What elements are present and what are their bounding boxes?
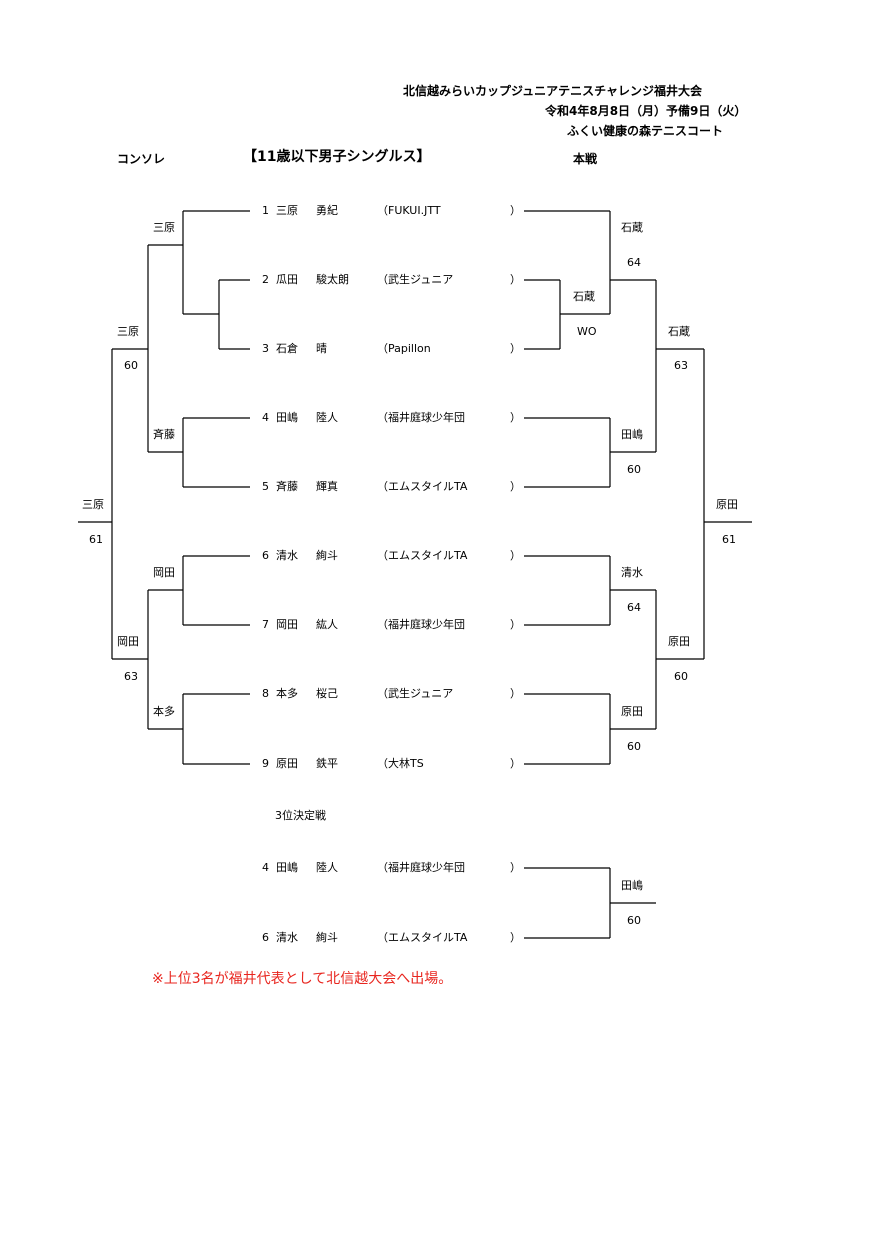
main-score: 60 — [674, 670, 688, 683]
player-club-close: ） — [510, 861, 521, 874]
player-surname: 瓜田 — [276, 273, 298, 286]
main-champion: 原田 — [716, 498, 738, 511]
player-club-close: ） — [510, 618, 521, 631]
player-number: 5 — [262, 480, 269, 493]
player-number: 9 — [262, 757, 269, 770]
player-club: （福井庭球少年団 — [377, 618, 465, 631]
player-number: 6 — [262, 931, 269, 944]
player-surname: 岡田 — [276, 618, 298, 631]
player-given-name: 紘人 — [316, 618, 338, 631]
main-score: 64 — [627, 256, 641, 269]
event-date: 令和4年8月8日（月）予備9日（火） — [545, 104, 747, 118]
main-draw-label: 本戦 — [573, 152, 598, 166]
player-number: 6 — [262, 549, 269, 562]
consolation-champion: 三原 — [82, 498, 104, 511]
player-number: 2 — [262, 273, 269, 286]
third-place-score: 60 — [627, 914, 641, 927]
player-given-name: 陸人 — [316, 411, 338, 424]
main-winner: 石蔵 — [668, 325, 690, 338]
player-club: （エムスタイルTA — [377, 931, 468, 944]
player-surname: 田嶋 — [276, 411, 298, 424]
consolation-winner: 岡田 — [153, 566, 175, 579]
consolation-score: 60 — [124, 359, 138, 372]
player-club-close: ） — [510, 273, 521, 286]
main-score: 60 — [627, 740, 641, 753]
player-given-name: 絢斗 — [316, 549, 338, 562]
event-title: 北信越みらいカップジュニアテニスチャレンジ福井大会 — [403, 84, 703, 98]
player-number: 7 — [262, 618, 269, 631]
main-winner: 石蔵 — [621, 221, 643, 234]
player-club-close: ） — [510, 204, 521, 217]
player-given-name: 陸人 — [316, 861, 338, 874]
consolation-label: コンソレ — [117, 152, 166, 166]
player-given-name: 輝真 — [316, 480, 338, 493]
main-score: 64 — [627, 601, 641, 614]
player-given-name: 桜己 — [316, 687, 338, 700]
player-club: （福井庭球少年団 — [377, 861, 465, 874]
player-number: 1 — [262, 204, 269, 217]
player-given-name: 鉄平 — [316, 757, 338, 770]
player-surname: 田嶋 — [276, 861, 298, 874]
main-score: WO — [577, 325, 597, 338]
player-given-name: 絢斗 — [316, 931, 338, 944]
player-club: （福井庭球少年団 — [377, 411, 465, 424]
player-number: 4 — [262, 411, 269, 424]
consolation-winner: 三原 — [153, 221, 175, 234]
player-club: （Papillon — [377, 342, 431, 355]
player-number: 3 — [262, 342, 269, 355]
main-final-score: 61 — [722, 533, 736, 546]
player-club-close: ） — [510, 757, 521, 770]
player-club: （エムスタイルTA — [377, 480, 468, 493]
player-surname: 原田 — [276, 757, 298, 770]
player-given-name: 駿太朗 — [316, 273, 349, 286]
main-winner: 原田 — [668, 635, 690, 648]
consolation-final-score: 61 — [89, 533, 103, 546]
consolation-score: 63 — [124, 670, 138, 683]
player-club: （大林TS — [377, 757, 424, 770]
player-surname: 斉藤 — [276, 480, 298, 493]
player-given-name: 勇紀 — [316, 204, 338, 217]
main-score: 60 — [627, 463, 641, 476]
player-surname: 清水 — [276, 931, 298, 944]
main-winner: 清水 — [621, 566, 643, 579]
event-venue: ふくい健康の森テニスコート — [567, 124, 724, 138]
third-place-winner: 田嶋 — [621, 879, 643, 892]
player-club: （武生ジュニア — [377, 273, 454, 286]
qualification-note: ※上位3名が福井代表として北信越大会へ出場。 — [152, 971, 453, 987]
draw-title: 【11歳以下男子シングルス】 — [243, 149, 431, 165]
player-club: （エムスタイルTA — [377, 549, 468, 562]
main-winner: 原田 — [621, 705, 643, 718]
player-club: （FUKUI.JTT — [377, 204, 441, 217]
player-club-close: ） — [510, 687, 521, 700]
player-club: （武生ジュニア — [377, 687, 454, 700]
player-club-close: ） — [510, 411, 521, 424]
main-winner: 田嶋 — [621, 428, 643, 441]
third-place-label: 3位決定戦 — [275, 809, 326, 822]
player-surname: 本多 — [276, 687, 298, 700]
player-surname: 三原 — [276, 204, 298, 217]
player-number: 8 — [262, 687, 269, 700]
consolation-winner: 本多 — [153, 705, 175, 718]
player-club-close: ） — [510, 480, 521, 493]
player-club-close: ） — [510, 931, 521, 944]
main-score: 63 — [674, 359, 688, 372]
consolation-winner: 岡田 — [117, 635, 139, 648]
consolation-winner: 三原 — [117, 325, 139, 338]
player-surname: 清水 — [276, 549, 298, 562]
consolation-winner: 斉藤 — [153, 428, 175, 441]
player-club-close: ） — [510, 342, 521, 355]
player-given-name: 晴 — [316, 342, 327, 355]
main-winner: 石蔵 — [573, 290, 595, 303]
player-number: 4 — [262, 861, 269, 874]
player-surname: 石倉 — [276, 342, 298, 355]
player-club-close: ） — [510, 549, 521, 562]
